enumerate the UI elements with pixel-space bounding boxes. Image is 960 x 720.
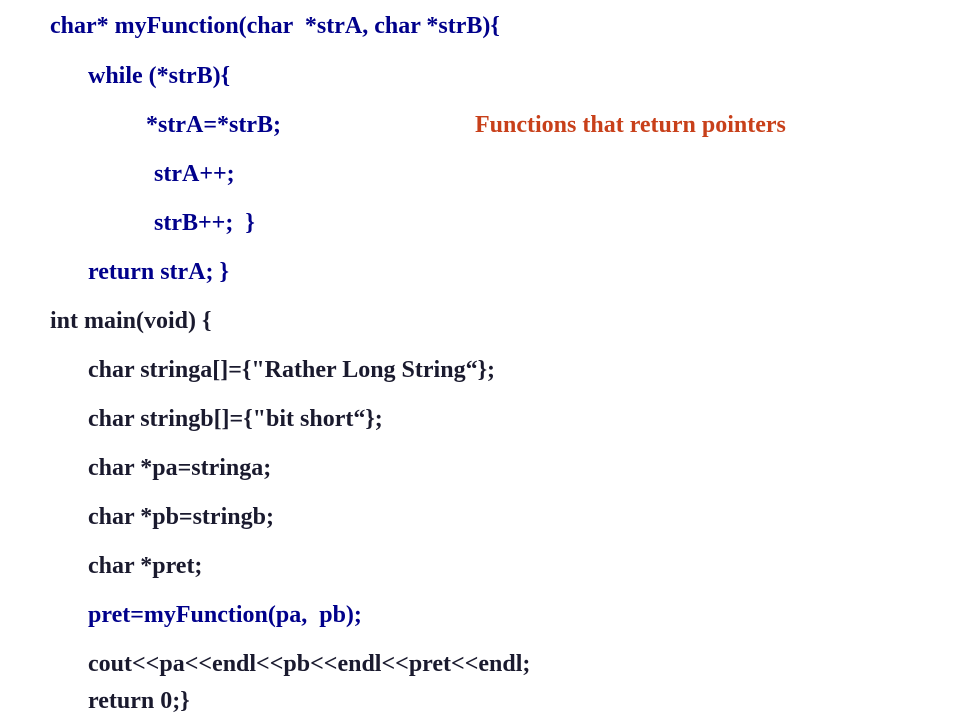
code-line-11: char *pb=stringb; [88, 504, 274, 530]
code-line-2: while (*strB){ [88, 63, 231, 89]
code-line-9: char stringb[]={"bit short“}; [88, 406, 383, 432]
code-line-5: strB++; } [154, 210, 255, 236]
code-line-6: return strA; } [88, 259, 229, 285]
code-line-8: char stringa[]={"Rather Long String“}; [88, 357, 496, 383]
code-line-4: strA++; [154, 161, 235, 187]
code-line-15: return 0;} [88, 688, 190, 714]
code-line-3: *strA=*strB; [146, 112, 281, 138]
code-line-13: pret=myFunction(pa, pb); [88, 602, 362, 628]
code-line-12: char *pret; [88, 553, 203, 579]
code-line-7: int main(void) { [50, 308, 212, 334]
code-line-10: char *pa=stringa; [88, 455, 272, 481]
code-line-14: cout<<pa<<endl<<pb<<endl<<pret<<endl; [88, 651, 531, 677]
annotation-note: Functions that return pointers [475, 112, 786, 138]
code-line-1: char* myFunction(char *strA, char *strB)… [50, 13, 500, 39]
